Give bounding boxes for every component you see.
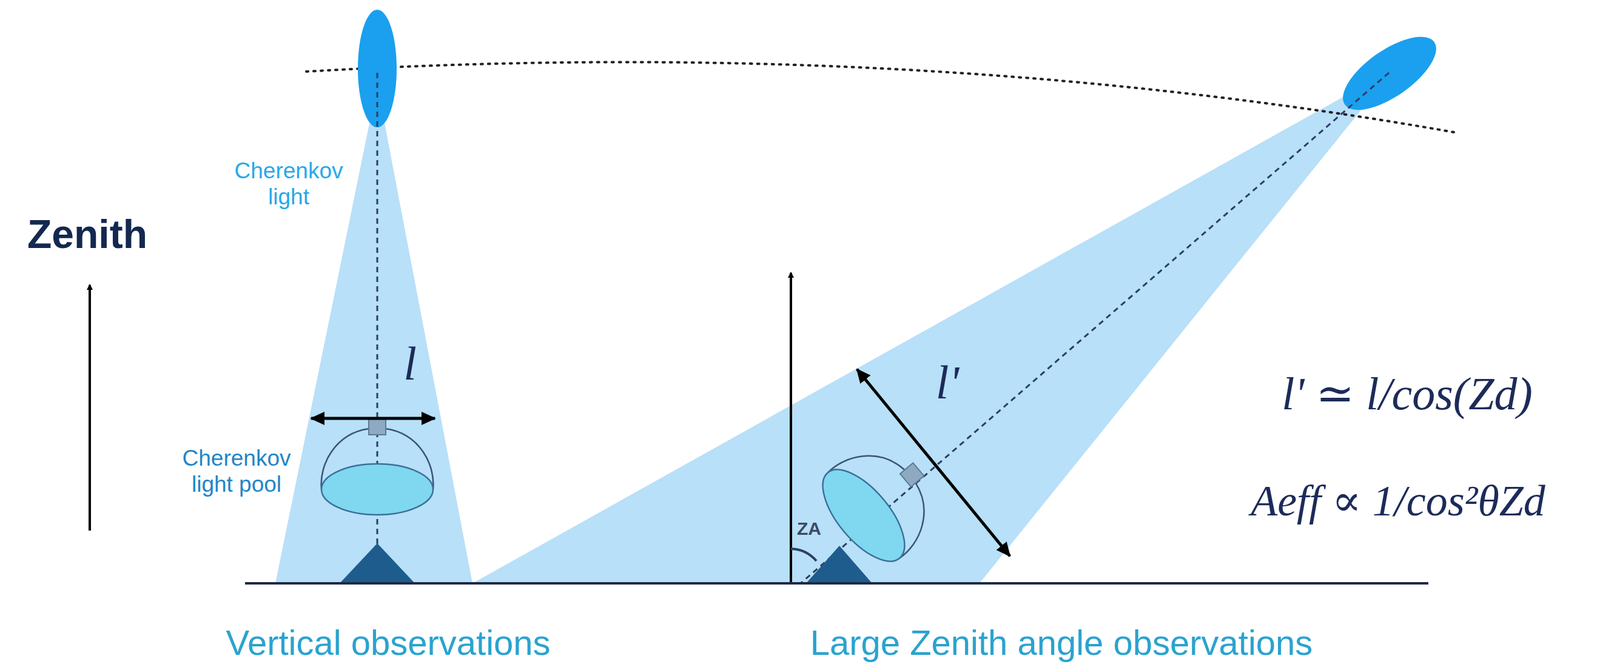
atmosphere-line [306,61,1454,133]
zenith-arrow [88,285,91,531]
light-pool-label: Cherenkov light pool [160,445,313,498]
angle-label: ZA [796,518,822,540]
air-shower [357,9,397,128]
formula: Aeff ∝ 1/cos²θZd [1250,476,1546,527]
angle-arc [790,548,817,562]
axis-label: Zenith [27,211,148,258]
dimension-label: l' [935,355,959,411]
zenith-arrow [789,272,793,584]
dimension-arrow [311,417,435,421]
formula: l' ≃ l/cos(Zd) [1281,367,1533,421]
dimension-label: l [403,336,417,392]
ground-line [245,582,1429,585]
caption-label: Vertical observations [225,622,551,664]
light-label: Cherenkov light [221,158,356,210]
caption-label: Large Zenith angle observations [810,622,1314,664]
telescope-base [339,543,415,584]
telescope-base [806,545,873,584]
dimension-arrow [857,369,1010,557]
telescope [807,426,955,575]
telescope [321,417,434,515]
